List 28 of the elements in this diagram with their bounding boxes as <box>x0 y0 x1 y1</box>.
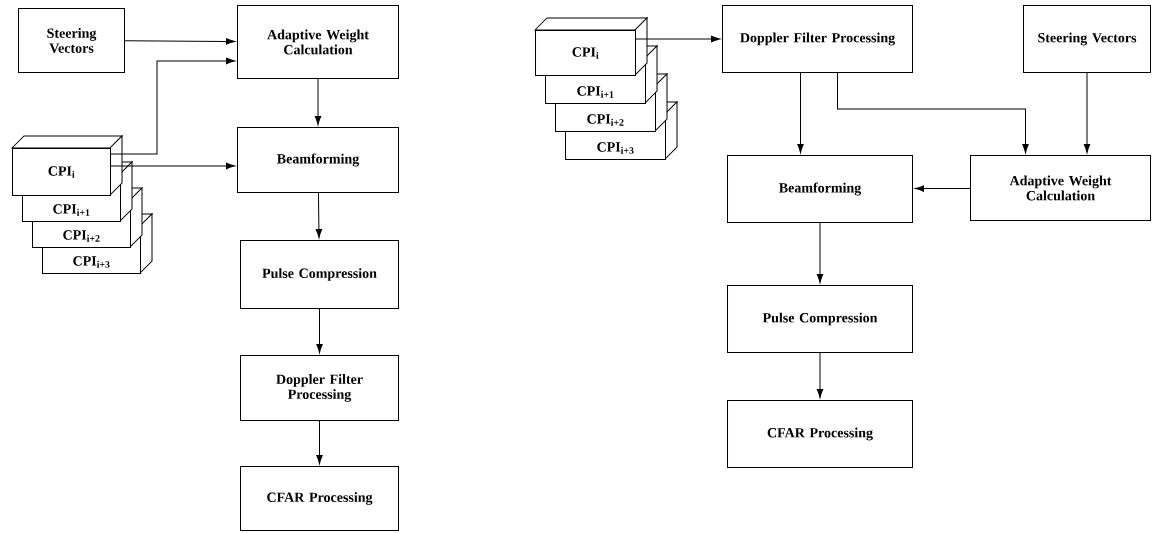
process-box: Adaptive Weight Calculation <box>970 155 1151 221</box>
process-box: Doppler Filter Processing <box>240 355 399 421</box>
arrow <box>914 185 971 192</box>
process-box: Steering Vectors <box>18 8 125 73</box>
arrow <box>837 72 1029 154</box>
arrow <box>816 352 824 399</box>
process-box: Beamforming <box>237 127 399 193</box>
process-box: Adaptive Weight Calculation <box>237 5 399 79</box>
arrow <box>124 38 236 45</box>
arrow <box>316 420 323 465</box>
arrow <box>1083 72 1091 154</box>
cpi-block: CPI$_{i}$ <box>11 135 123 196</box>
arrow <box>635 35 721 43</box>
process-box: Doppler Filter Processing <box>722 5 913 73</box>
arrow <box>316 308 323 354</box>
arrow <box>315 192 323 239</box>
process-box: CFAR Processing <box>240 466 399 531</box>
arrow <box>797 72 804 154</box>
arrow <box>816 222 824 284</box>
process-box: Pulse Compression <box>727 285 913 353</box>
process-box: Beamforming <box>727 155 913 223</box>
process-box: CFAR Processing <box>727 400 913 468</box>
arrow <box>110 162 236 170</box>
arrow <box>110 57 236 155</box>
cpi-block: CPI$_{i}$ <box>534 17 648 76</box>
process-box: Steering Vectors <box>1023 5 1151 73</box>
arrow <box>314 78 322 126</box>
process-box: Pulse Compression <box>240 240 399 309</box>
